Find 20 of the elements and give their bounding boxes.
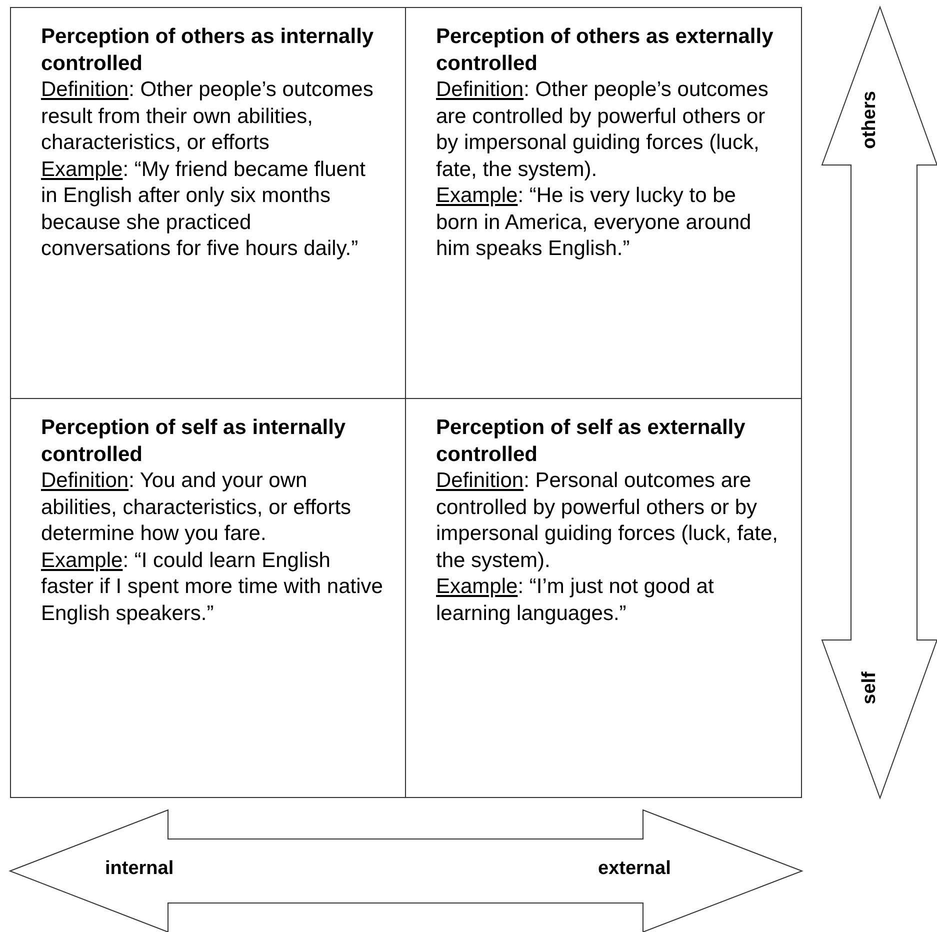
cell-text: Definition: You and your own abilities, characteristics, or efforts determine how you fare. bbox=[41, 468, 352, 547]
axis-label: others bbox=[859, 90, 881, 150]
axis-label: external bbox=[598, 858, 671, 880]
cell-text: Definition: Other people’s outcomes result from their own abilities, characteristics, or efforts bbox=[41, 77, 374, 156]
axis-label: self bbox=[859, 672, 881, 704]
table-cell bbox=[405, 7, 802, 399]
cell-heading: Perception of self as externally controlled bbox=[436, 415, 746, 468]
cell-text: Example: “I’m just not good at learning languages.” bbox=[436, 574, 715, 626]
table-cell bbox=[405, 398, 802, 798]
cell-text: Example: “I could learn English faster if I spent more time with native English speakers.” bbox=[41, 548, 384, 626]
cell-heading: Perception of others as externally controlled bbox=[436, 24, 774, 76]
cell-text: Example: “He is very lucky to be born in America, everyone around him speaks English.” bbox=[436, 183, 752, 262]
cell-text: Definition: Personal outcomes are controlled by powerful others or by impersonal guiding forces (luck, fate, the system). bbox=[436, 468, 779, 574]
cell-text: Example: “My friend became fluent in English after only six months because she practiced conversations for five hours daily.” bbox=[41, 156, 366, 262]
table-cell bbox=[10, 398, 406, 798]
cell-heading: Perception of self as internally controlled bbox=[41, 415, 347, 468]
axis-label: internal bbox=[105, 858, 174, 880]
cell-text: Definition: Other people’s outcomes are controlled by powerful others or by impersonal guiding forces (luck, fate, the system). bbox=[436, 77, 770, 182]
table-cell bbox=[10, 7, 406, 399]
cell-heading: Perception of others as internally controlled bbox=[41, 24, 375, 76]
